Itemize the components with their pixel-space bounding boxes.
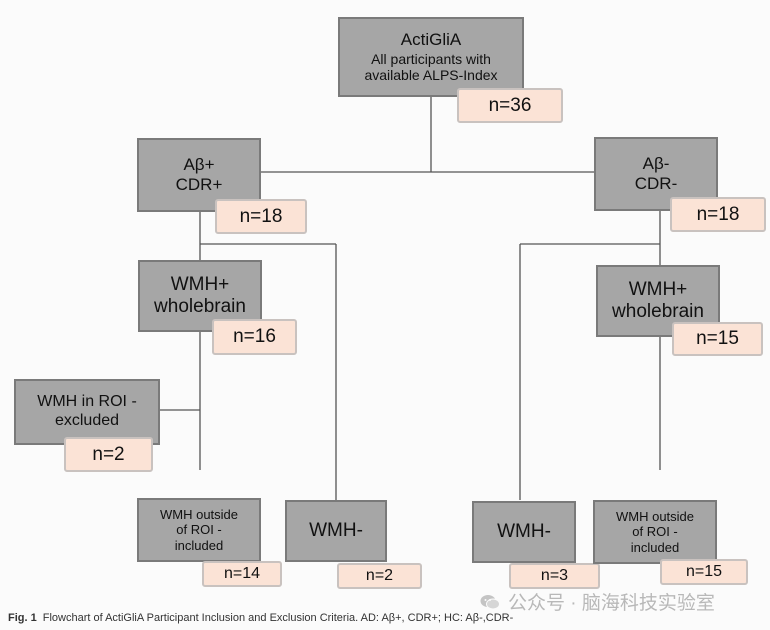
wmh-neg-right-box: WMH-: [472, 501, 576, 563]
figure-label: Fig. 1: [8, 612, 37, 624]
wmh-neg-left-count: n=2: [337, 563, 422, 589]
wmh-pos-right-line-2: wholebrain: [612, 301, 704, 322]
wmh-outside-left-box: WMH outside of ROI - included: [137, 498, 261, 562]
wmh-outside-right-count: n=15: [660, 559, 748, 585]
wmh-pos-left-count: n=16: [212, 319, 297, 355]
wmh-outside-right-line-2: of ROI -: [632, 524, 678, 540]
wmh-outside-left-line-2: of ROI -: [176, 522, 222, 538]
root-count: n=36: [457, 88, 563, 123]
ab-pos-line-2: CDR+: [175, 175, 223, 194]
wmh-outside-left-line-1: WMH outside: [159, 507, 239, 522]
wmh-outside-left-count: n=14: [202, 561, 282, 587]
wmh-pos-left-line-1: WMH+: [170, 273, 230, 295]
root-line-2: All participants with: [371, 50, 491, 67]
wmh-roi-excluded-line-2: excluded: [54, 412, 120, 429]
ab-neg-line-1: Aβ-: [642, 153, 670, 173]
ab-neg-line-2: CDR-: [634, 174, 678, 193]
wmh-outside-left-line-3: included: [174, 537, 224, 553]
ab-pos-count: n=18: [215, 199, 307, 234]
wmh-outside-right-box: WMH outside of ROI - included: [593, 500, 717, 564]
wmh-roi-excluded-box: WMH in ROI - excluded: [14, 379, 160, 445]
root-line-3: available ALPS-Index: [364, 67, 498, 84]
figure-caption-text: Flowchart of ActiGliA Participant Inclus…: [42, 612, 514, 624]
wmh-pos-left-line-2: wholebrain: [154, 296, 246, 317]
watermark-text: 公众号 · 脑海科技实验室: [508, 593, 715, 614]
root-box: ActiGliA All participants with available…: [338, 17, 524, 97]
wmh-pos-right-count: n=15: [672, 322, 763, 356]
wmh-neg-right-label: WMH-: [497, 520, 551, 542]
wmh-neg-left-label: WMH-: [309, 519, 363, 541]
root-title: ActiGliA: [400, 30, 462, 50]
watermark: 公众号 · 脑海科技实验室: [480, 588, 715, 615]
wmh-neg-left-box: WMH-: [285, 500, 387, 562]
ab-pos-line-1: Aβ+: [183, 154, 215, 174]
wmh-neg-right-count: n=3: [509, 563, 600, 589]
wmh-outside-right-line-1: WMH outside: [615, 509, 695, 524]
figure-caption: Fig. 1 Flowchart of ActiGliA Participant …: [8, 612, 513, 624]
wmh-outside-right-line-3: included: [630, 539, 680, 555]
ab-neg-count: n=18: [670, 197, 766, 232]
wmh-roi-excluded-count: n=2: [64, 437, 153, 472]
wmh-roi-excluded-line-1: WMH in ROI -: [37, 393, 137, 411]
wechat-icon: [480, 594, 500, 610]
wmh-pos-right-line-1: WMH+: [628, 278, 688, 300]
